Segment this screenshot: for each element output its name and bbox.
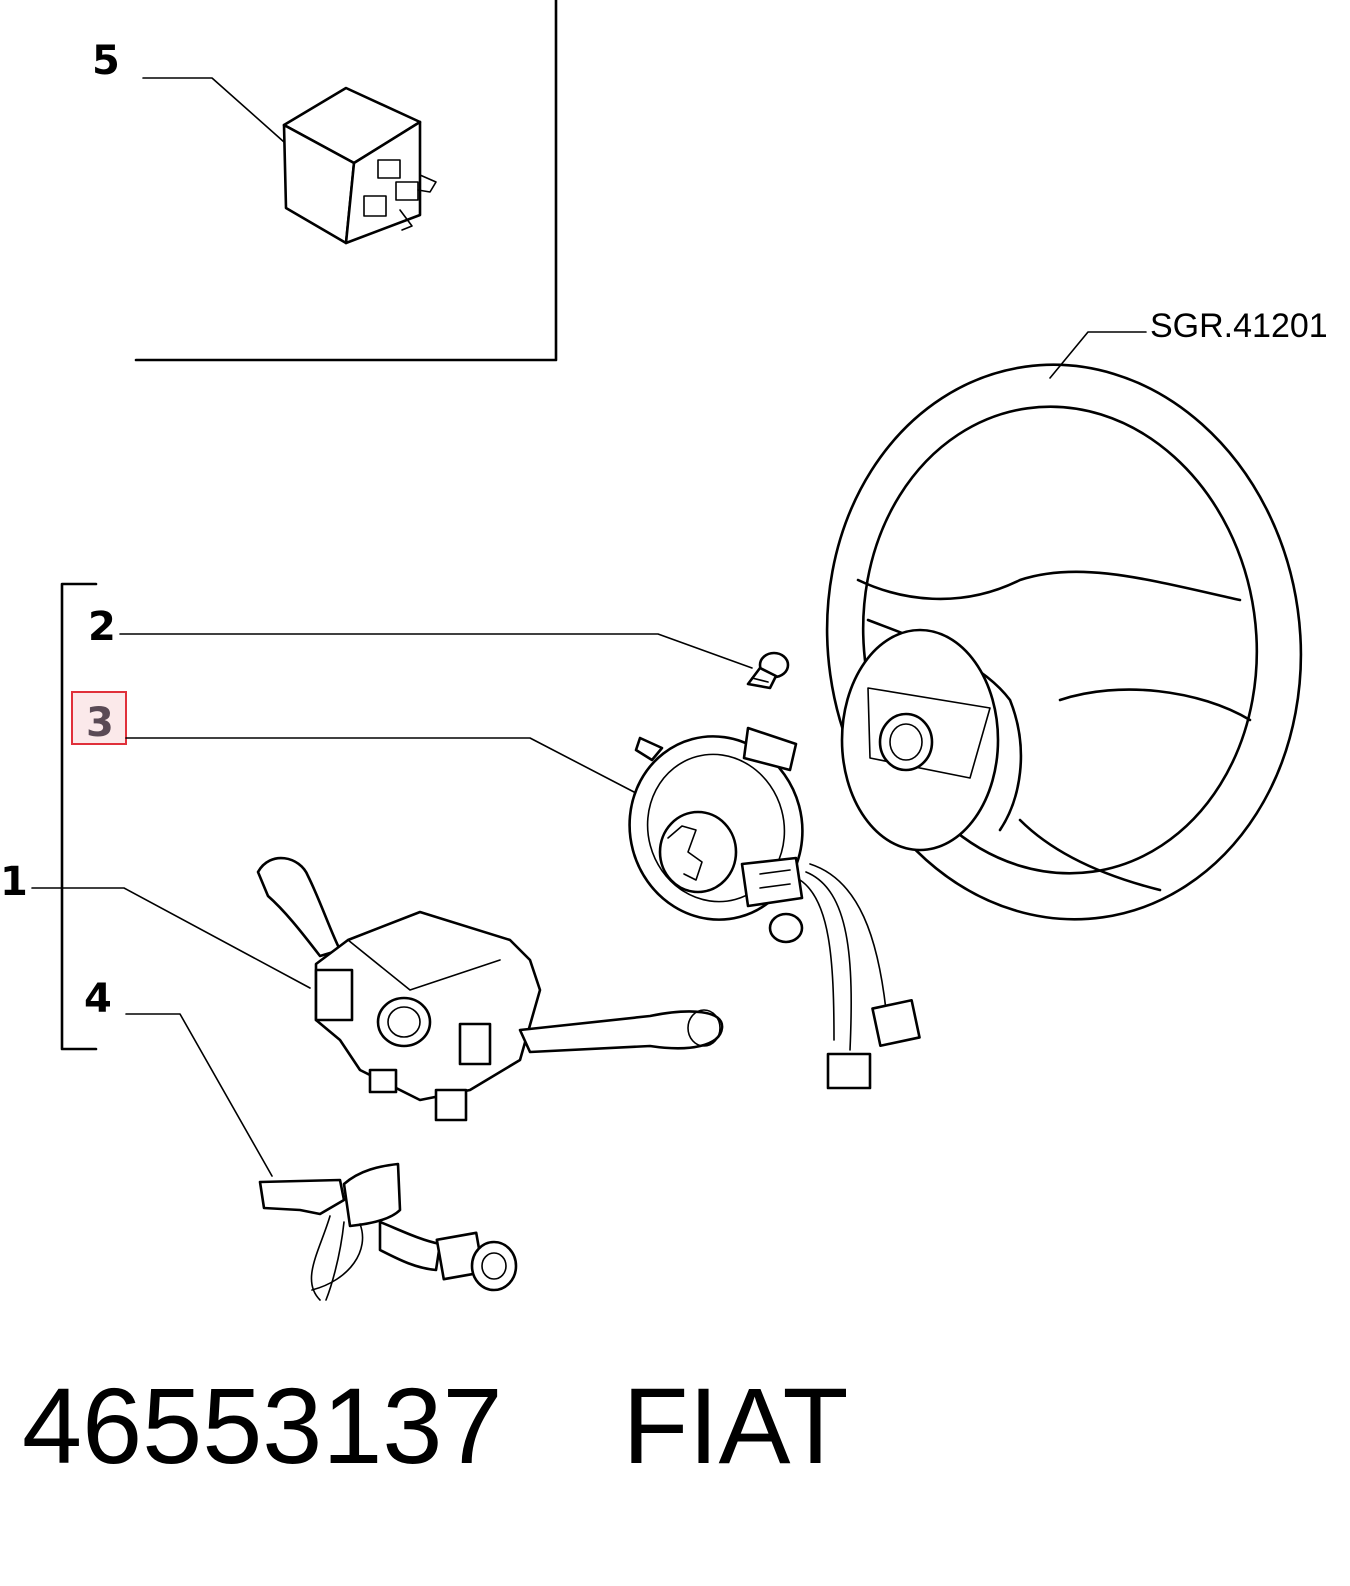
brand-name: FIAT	[622, 1365, 849, 1486]
callout-2[interactable]: 2	[88, 604, 116, 650]
clock-spring-part[interactable]	[609, 717, 921, 1090]
inset-frame	[134, 0, 558, 362]
callout-5[interactable]: 5	[92, 38, 120, 84]
screw-part[interactable]	[746, 651, 790, 690]
leader-1	[31, 887, 311, 989]
leader-4	[125, 1013, 273, 1177]
leader-2	[119, 633, 753, 669]
relay-part[interactable]	[282, 86, 437, 245]
callout-3-highlight	[71, 691, 127, 745]
callout-4[interactable]: 4	[84, 976, 112, 1022]
callout-1[interactable]: 1	[0, 859, 28, 905]
callout-3[interactable]: 3	[86, 700, 114, 746]
steering-wheel[interactable]	[792, 334, 1337, 950]
footer-part-number: 46553137 FIAT	[22, 1372, 849, 1480]
harness-part[interactable]	[258, 1162, 518, 1301]
reference-label: SGR.41201	[1150, 307, 1328, 345]
relay-inset: 5	[92, 0, 558, 362]
part-number-value: 46553137	[22, 1365, 503, 1486]
leader-3	[125, 737, 635, 793]
combination-switch-part[interactable]	[256, 856, 724, 1122]
leader-ref	[1049, 331, 1147, 379]
assembly-bracket	[60, 582, 98, 1051]
leader-5	[142, 77, 285, 143]
